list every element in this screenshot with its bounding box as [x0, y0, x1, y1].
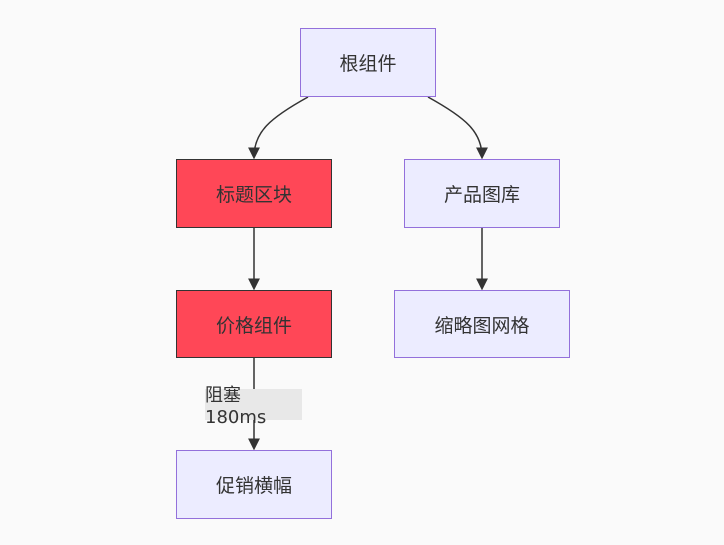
edge-root-to-title-block	[248, 96, 309, 160]
node-promo-banner-label: 促销横幅	[215, 475, 292, 497]
node-thumbnail-grid-label: 缩略图网格	[434, 314, 530, 337]
node-price-component[interactable]: 价格组件	[176, 290, 332, 358]
node-product-gallery[interactable]: 产品图库	[404, 159, 560, 228]
edge-label-blocking-time-text: 阻塞180ms	[205, 385, 267, 428]
node-price-component-label: 价格组件	[215, 314, 292, 337]
node-root-component-label: 根组件	[339, 53, 397, 75]
node-title-block[interactable]: 标题区块	[176, 159, 332, 228]
node-title-block-label: 标题区块	[215, 184, 292, 206]
edge-label-blocking-time: 阻塞180ms	[205, 385, 302, 428]
node-thumbnail-grid[interactable]: 缩略图网格	[394, 290, 570, 358]
node-promo-banner[interactable]: 促销横幅	[176, 450, 332, 519]
node-product-gallery-label: 产品图库	[443, 184, 520, 206]
edge-root-to-gallery	[427, 96, 488, 160]
node-root-component[interactable]: 根组件	[300, 28, 436, 97]
